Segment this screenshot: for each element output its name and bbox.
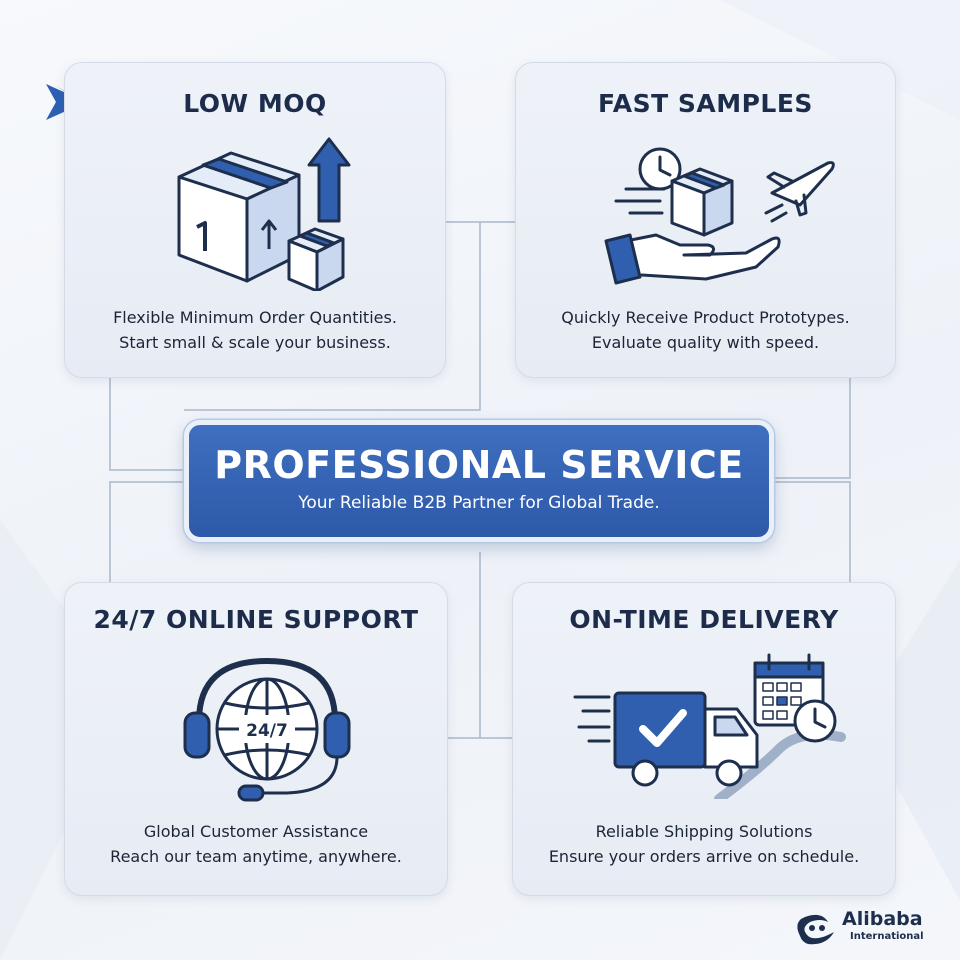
card-description: Reliable Shipping Solutions Ensure your … [513, 819, 895, 869]
card-description: Global Customer Assistance Reach our tea… [65, 819, 447, 869]
card-fast-samples: FAST SAMPLES Quickly Receive P [515, 62, 896, 378]
card-desc-line-1: Quickly Receive Product Prototypes. [561, 308, 850, 327]
card-desc-line-2: Ensure your orders arrive on schedule. [548, 847, 860, 866]
card-description: Quickly Receive Product Prototypes. Eval… [516, 305, 895, 355]
banner-subtitle: Your Reliable B2B Partner for Global Tra… [298, 493, 660, 513]
card-desc-line-1: Reliable Shipping Solutions [595, 822, 813, 841]
alibaba-logo-icon [797, 914, 834, 945]
alibaba-brand-sub: International [850, 931, 924, 942]
card-desc-line-2: Start small & scale your business. [119, 333, 391, 352]
truck-calendar-clock-icon [573, 653, 846, 799]
boxes-arrow-up-icon [177, 137, 351, 291]
card-title: FAST SAMPLES [598, 89, 813, 118]
card-desc-line-2: Evaluate quality with speed. [591, 333, 820, 352]
headset-24-7-label: 24/7 [246, 721, 288, 741]
card-title: 24/7 ONLINE SUPPORT [93, 605, 419, 634]
card-description: Flexible Minimum Order Quantities. Start… [65, 305, 445, 355]
headset-globe-icon: 24/7 [183, 658, 351, 802]
card-on-time-delivery: ON-TIME DELIVERY [512, 582, 896, 896]
card-title: ON-TIME DELIVERY [569, 605, 839, 634]
card-desc-line-1: Flexible Minimum Order Quantities. [113, 308, 397, 327]
alibaba-brand-name: Alibaba [842, 908, 923, 930]
banner-title: PROFESSIONAL SERVICE [214, 443, 744, 487]
hand-box-clock-plane-icon [604, 147, 835, 285]
professional-service-banner: PROFESSIONAL SERVICE Your Reliable B2B P… [184, 420, 774, 542]
card-title: LOW MOQ [183, 89, 327, 118]
card-online-support: 24/7 ONLINE SUPPORT 24/7 Global Customer… [64, 582, 448, 896]
card-low-moq: LOW MOQ Flexible Minimum Order Quantitie… [64, 62, 446, 378]
card-desc-line-2: Reach our team anytime, anywhere. [110, 847, 402, 866]
card-desc-line-1: Global Customer Assistance [143, 822, 369, 841]
alibaba-logo: Alibaba International [790, 904, 950, 950]
